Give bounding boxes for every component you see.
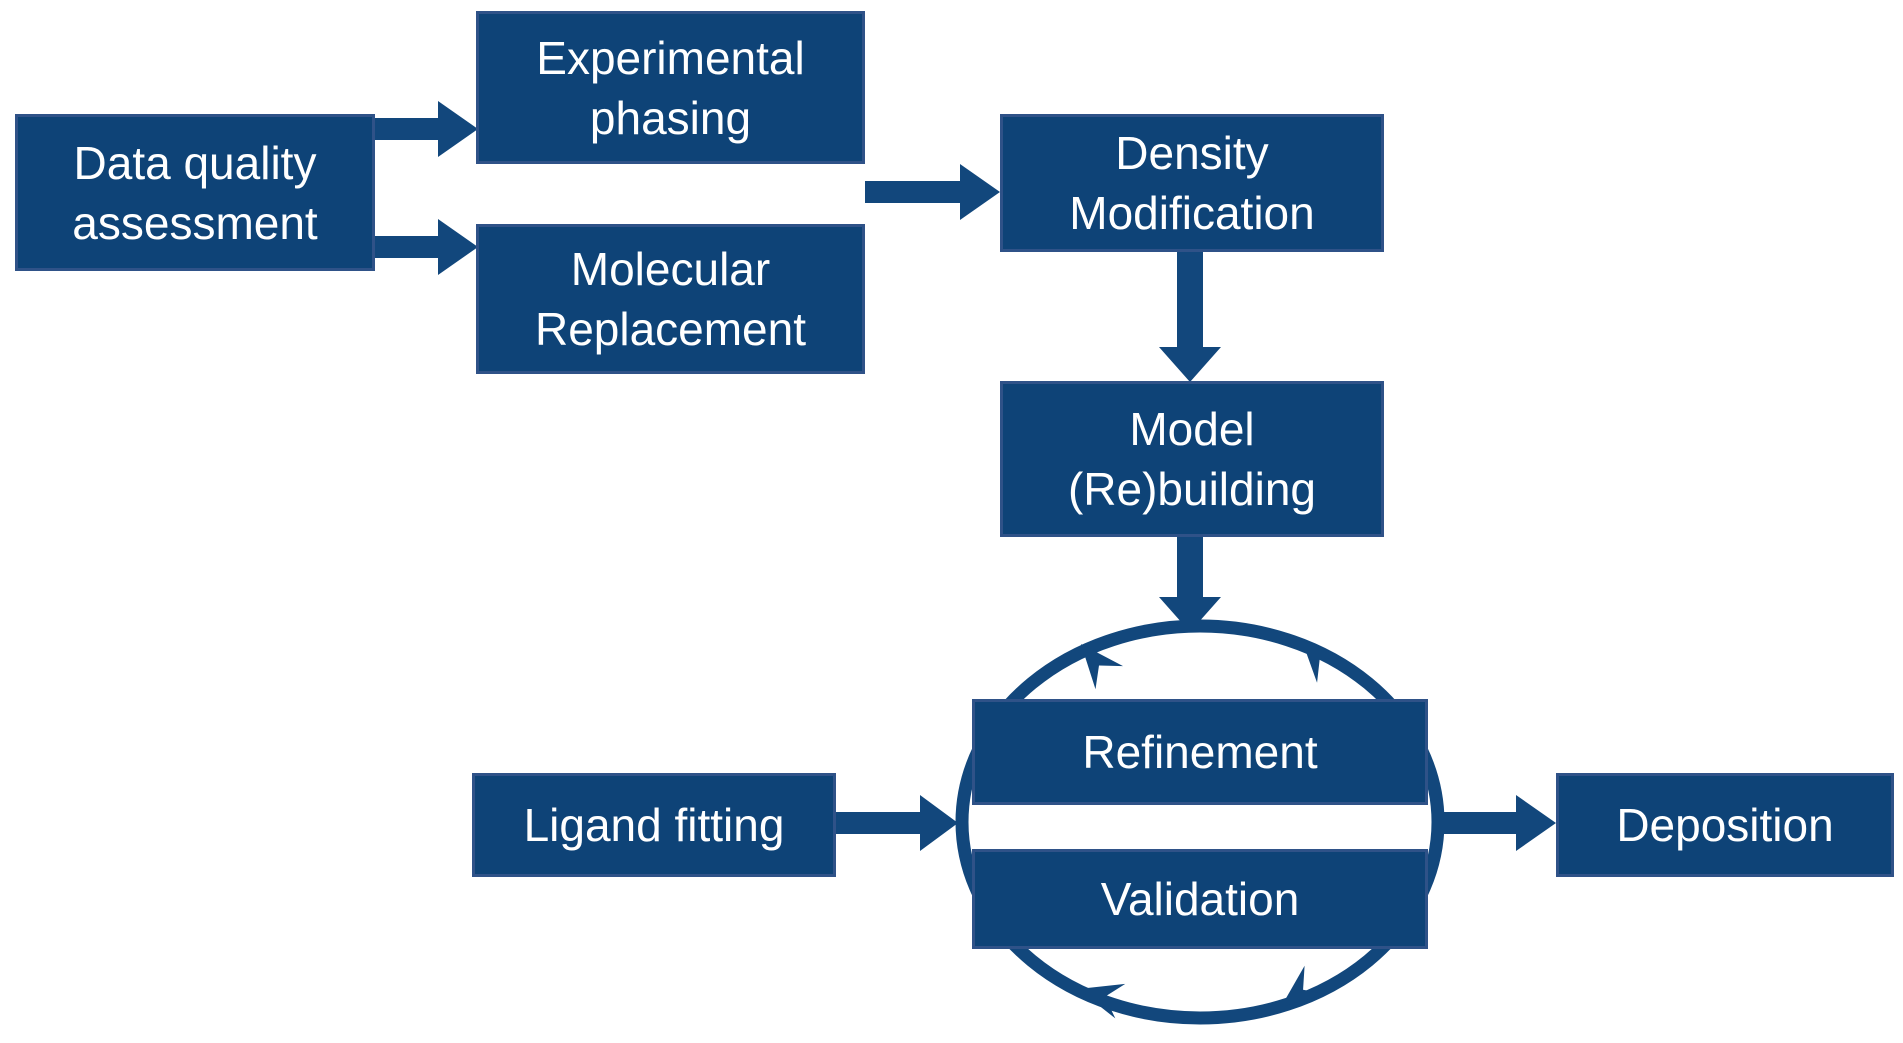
- cycle-arrowhead-bottom-right-icon: [1281, 965, 1327, 1007]
- node-label: Data quality: [73, 136, 317, 189]
- node-molecular-replacement: Molecular Replacement: [476, 224, 865, 374]
- node-model-rebuilding: Model (Re)building: [1000, 381, 1384, 537]
- arrow-dataquality-to-experimentalphasing-icon: [375, 101, 478, 157]
- node-validation: Validation: [972, 849, 1428, 949]
- node-label: Replacement: [534, 303, 807, 355]
- node-label: Deposition: [1616, 799, 1834, 851]
- node-experimental-phasing: Experimental phasing: [476, 11, 865, 164]
- node-ligand-fitting: Ligand fitting: [472, 773, 836, 877]
- node-label: (Re)building: [1067, 463, 1316, 515]
- cycle-arrowhead-bottom-left-icon: [1078, 983, 1126, 1019]
- node-label: Model: [1129, 403, 1255, 455]
- arrow-ligandfitting-to-cycle-icon: [836, 795, 958, 851]
- arrow-modelrebuilding-to-cycle-icon: [1159, 537, 1221, 632]
- node-label: Experimental: [536, 31, 805, 84]
- arrow-phasing-to-densitymodification-icon: [865, 164, 1000, 220]
- node-deposition: Deposition: [1556, 773, 1894, 877]
- node-density-modification: Density Modification: [1000, 114, 1384, 252]
- node-label: phasing: [589, 91, 752, 144]
- node-label: Modification: [1069, 187, 1315, 239]
- refinement-validation-cycle-ring: [955, 619, 1445, 1025]
- node-label: Molecular: [570, 243, 771, 295]
- node-data-quality-assessment: Data quality assessment: [15, 114, 375, 271]
- node-label: assessment: [72, 196, 318, 249]
- arrow-densitymodification-to-modelrebuilding-icon: [1159, 252, 1221, 382]
- node-label: Validation: [1100, 873, 1300, 925]
- cycle-arrowhead-top-right-icon: [1301, 638, 1344, 683]
- node-label: Ligand fitting: [523, 799, 785, 851]
- node-refinement: Refinement: [972, 699, 1428, 805]
- node-label: Density: [1115, 127, 1269, 179]
- cycle-arrowhead-top-left-icon: [1081, 644, 1124, 690]
- arrow-cycle-to-deposition-icon: [1432, 795, 1556, 851]
- cycle-ring-icon: [955, 619, 1445, 1025]
- arrow-dataquality-to-molecularreplacement-icon: [375, 219, 478, 275]
- node-label: Refinement: [1082, 726, 1318, 778]
